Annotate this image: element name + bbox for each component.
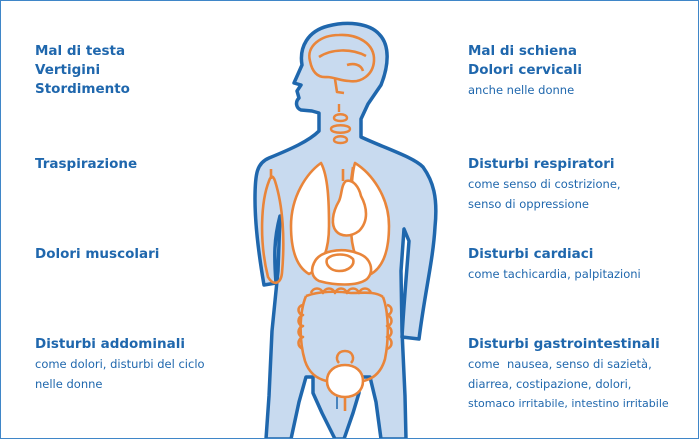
label-abdomen-line-2: nelle donne — [35, 374, 205, 394]
label-respiratory-line-1: come senso di costrizione, — [468, 174, 621, 194]
label-gastro-title: Disturbi gastrointestinali — [468, 335, 669, 354]
label-respiratory: Disturbi respiratori come senso di costr… — [468, 155, 621, 214]
label-back-line-1: anche nelle donne — [468, 80, 582, 100]
label-abdomen-line-1: come dolori, disturbi del ciclo — [35, 354, 205, 374]
label-muscles-title: Dolori muscolari — [35, 245, 159, 264]
label-respiratory-title: Disturbi respiratori — [468, 155, 621, 174]
label-head-title-1: Mal di testa — [35, 42, 130, 61]
label-sweating-title: Traspirazione — [35, 155, 137, 174]
label-back-title-1: Mal di schiena — [468, 42, 582, 61]
label-sweating: Traspirazione — [35, 155, 137, 174]
stomach-icon — [312, 250, 371, 284]
label-head-title-2: Vertigini — [35, 61, 130, 80]
label-gastro: Disturbi gastrointestinali come nausea, … — [468, 335, 669, 414]
label-abdomen: Disturbi addominali come dolori, disturb… — [35, 335, 205, 394]
label-gastro-line-2: diarrea, costipazione, dolori, — [468, 374, 669, 394]
label-head: Mal di testa Vertigini Stordimento — [35, 42, 130, 99]
label-abdomen-title: Disturbi addominali — [35, 335, 205, 354]
label-back-title-2: Dolori cervicali — [468, 61, 582, 80]
label-head-title-3: Stordimento — [35, 80, 130, 99]
label-gastro-line-3: stomaco irritabile, intestino irritabile — [468, 394, 669, 414]
label-respiratory-line-2: senso di oppressione — [468, 194, 621, 214]
label-cardiac-title: Disturbi cardiaci — [468, 245, 641, 264]
label-muscles: Dolori muscolari — [35, 245, 159, 264]
label-gastro-line-1: come nausea, senso di sazietà, — [468, 354, 669, 374]
label-back: Mal di schiena Dolori cervicali anche ne… — [468, 42, 582, 100]
label-cardiac-line-1: come tachicardia, palpitazioni — [468, 264, 641, 284]
label-cardiac: Disturbi cardiaci come tachicardia, palp… — [468, 245, 641, 284]
